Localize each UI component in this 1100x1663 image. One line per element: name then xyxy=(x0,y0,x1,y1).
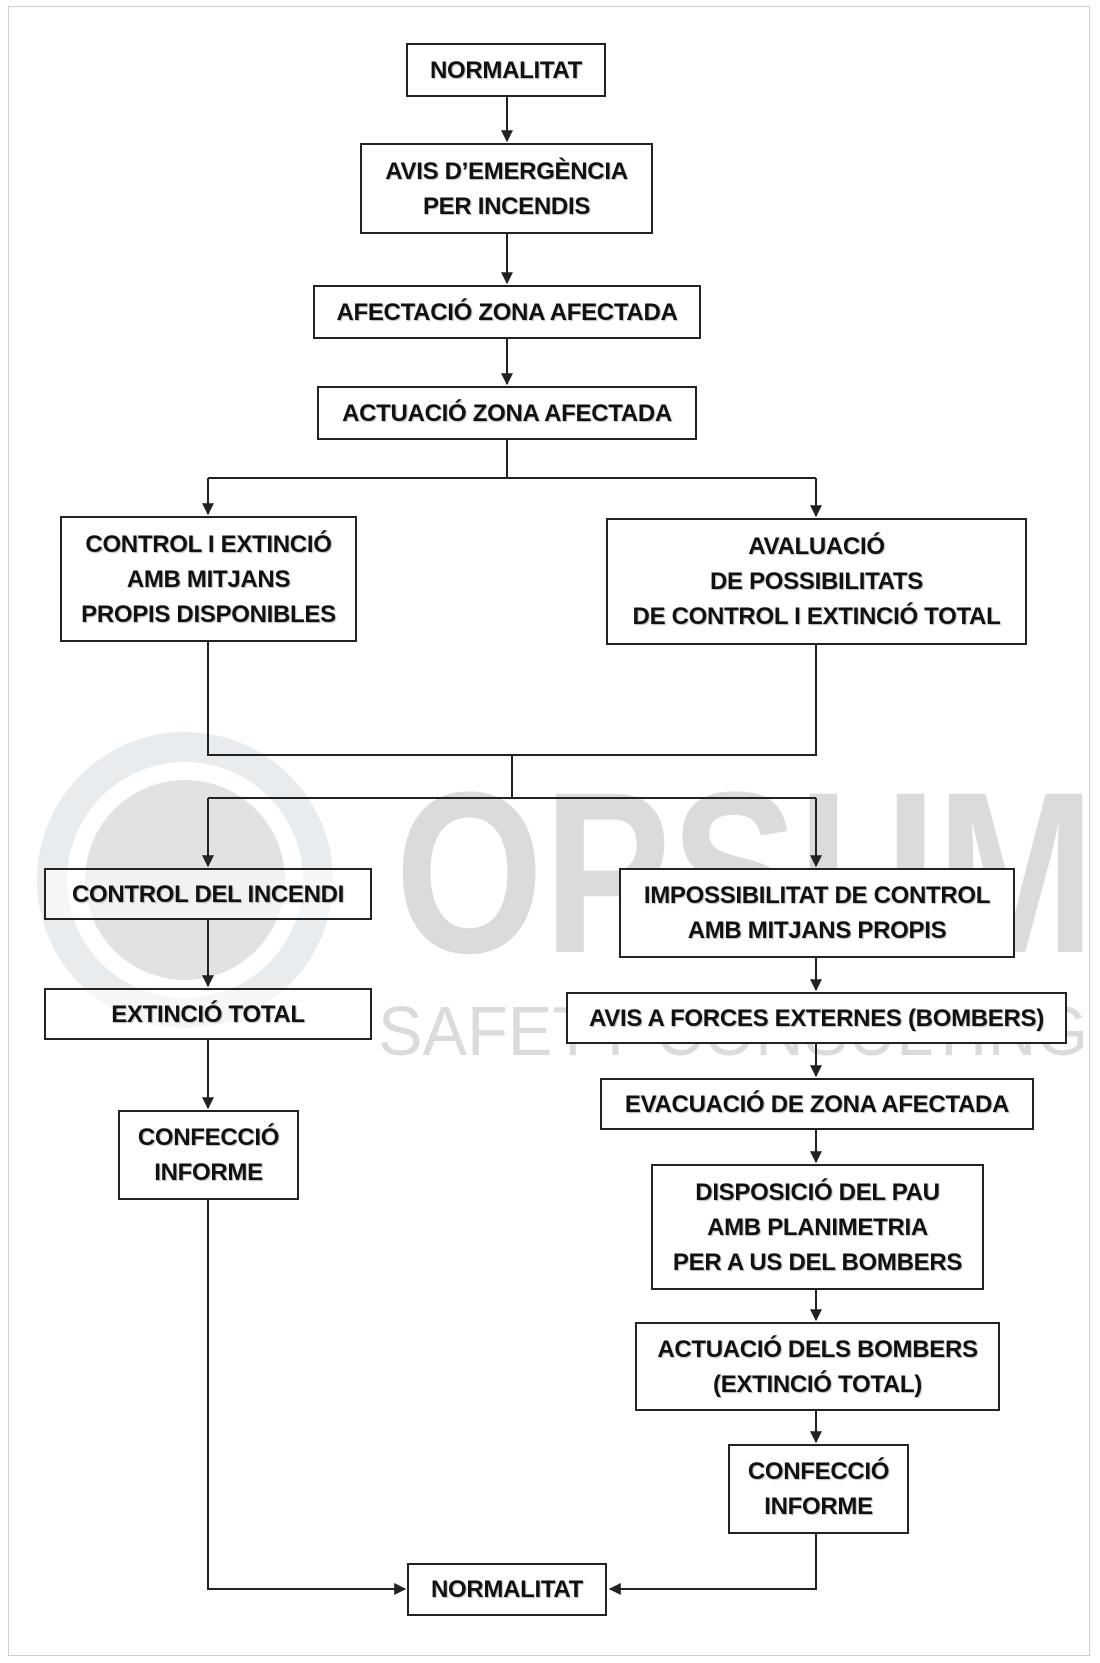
box-firefighters-action: ACTUACIÓ DELS BOMBERS (EXTINCIÓ TOTAL) xyxy=(635,1322,1000,1411)
box-total-extinction-label: EXTINCIÓ TOTAL xyxy=(111,1000,305,1028)
box-zone-action-label: ACTUACIÓ ZONA AFECTADA xyxy=(342,399,672,427)
box-evacuation: EVACUACIÓ DE ZONA AFECTADA xyxy=(600,1078,1034,1130)
line-action-split xyxy=(208,440,816,479)
box-normality-end-label: NORMALITAT xyxy=(430,1576,584,1603)
box-emergency-notice-label: AVIS D’EMERGÈNCIA PER INCENDIS xyxy=(385,157,628,220)
box-fire-control: CONTROL DEL INCENDI xyxy=(44,868,372,920)
box-right-report: CONFECCIÓ INFORME xyxy=(728,1444,909,1534)
box-firefighters-action-label: ACTUACIÓ DELS BOMBERS (EXTINCIÓ TOTAL) xyxy=(657,1335,978,1398)
box-external-forces: AVIS A FORCES EXTERNES (BOMBERS) xyxy=(566,992,1067,1044)
arrow-left-report-to-end xyxy=(207,1200,407,1595)
box-zone-affectation: AFECTACIÓ ZONA AFECTADA xyxy=(313,285,701,339)
box-pau-provision-label: DISPOSICIÓ DEL PAU AMB PLANIMETRIA PER A… xyxy=(672,1178,963,1276)
box-evaluation-label: AVALUACIÓ DE POSSIBILITATS DE CONTROL I … xyxy=(632,533,1001,630)
box-normality-start: NORMALITAT xyxy=(406,43,606,97)
box-control-own-means: CONTROL I EXTINCIÓ AMB MITJANS PROPIS DI… xyxy=(60,516,357,642)
box-impossibility-label: IMPOSSIBILITAT DE CONTROL AMB MITJANS PR… xyxy=(643,882,991,944)
box-evacuation-label: EVACUACIÓ DE ZONA AFECTADA xyxy=(624,1090,1010,1118)
box-evaluation: AVALUACIÓ DE POSSIBILITATS DE CONTROL I … xyxy=(606,518,1027,645)
box-external-forces-label: AVIS A FORCES EXTERNES (BOMBERS) xyxy=(589,1004,1044,1032)
box-control-own-means-label: CONTROL I EXTINCIÓ AMB MITJANS PROPIS DI… xyxy=(81,530,336,628)
box-right-report-label: CONFECCIÓ INFORME xyxy=(747,1458,890,1520)
box-pau-provision: DISPOSICIÓ DEL PAU AMB PLANIMETRIA PER A… xyxy=(651,1164,984,1290)
box-normality-start-label: NORMALITAT xyxy=(429,56,583,84)
line-merge-split xyxy=(208,755,816,799)
box-emergency-notice: AVIS D’EMERGÈNCIA PER INCENDIS xyxy=(360,143,653,234)
box-zone-action: ACTUACIÓ ZONA AFECTADA xyxy=(317,386,697,440)
box-left-report-label: CONFECCIÓ INFORME xyxy=(137,1124,280,1186)
box-left-report: CONFECCIÓ INFORME xyxy=(118,1110,299,1200)
box-zone-affectation-label: AFECTACIÓ ZONA AFECTADA xyxy=(336,298,678,326)
box-impossibility: IMPOSSIBILITAT DE CONTROL AMB MITJANS PR… xyxy=(619,868,1015,958)
box-fire-control-label: CONTROL DEL INCENDI xyxy=(71,880,345,908)
arrow-right-report-to-end xyxy=(608,1534,817,1595)
line-merge xyxy=(207,640,817,756)
page-frame xyxy=(8,6,1090,1656)
box-total-extinction: EXTINCIÓ TOTAL xyxy=(44,988,372,1040)
box-normality-end: NORMALITAT xyxy=(407,1563,607,1616)
